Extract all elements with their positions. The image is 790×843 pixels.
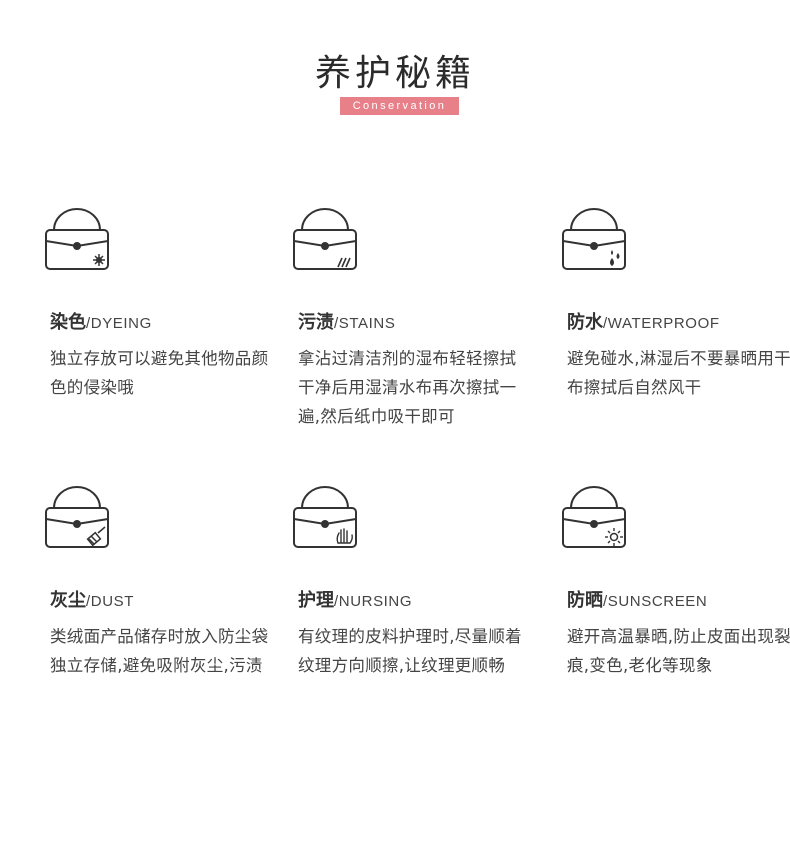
subtitle-badge: Conservation	[340, 97, 459, 115]
bag-water-icon	[561, 208, 627, 274]
item-title-cn: 防水	[567, 312, 603, 333]
item-title-en: /STAINS	[334, 315, 396, 332]
item-heading: 灰尘/DUST	[50, 586, 134, 612]
item-heading: 护理/NURSING	[298, 586, 412, 612]
bag-hand-icon	[292, 486, 358, 552]
item-description: 独立存放可以避免其他物品颜色的侵染哦	[50, 349, 269, 397]
item-title-en: /DYEING	[86, 315, 152, 332]
item-heading: 污渍/STAINS	[298, 308, 395, 334]
item-title-en: /WATERPROOF	[603, 315, 720, 332]
bag-brush-icon	[44, 486, 110, 552]
bag-stain-icon	[44, 208, 110, 274]
item-heading: 防晒/SUNSCREEN	[567, 586, 707, 612]
item-title-cn: 污渍	[298, 312, 334, 333]
item-description: 拿沾过清洁剂的湿布轻轻擦拭干净后用湿清水布再次擦拭一遍,然后纸巾吸干即可	[298, 349, 517, 426]
item-description: 类绒面产品储存时放入防尘袋独立存储,避免吸附灰尘,污渍	[50, 627, 269, 675]
item-title-en: /NURSING	[334, 593, 413, 610]
item-title-cn: 防晒	[567, 590, 603, 611]
item-title-cn: 染色	[50, 312, 86, 333]
page-title: 养护秘籍	[314, 53, 475, 94]
item-title-cn: 灰尘	[50, 590, 86, 611]
item-description: 有纹理的皮料护理时,尽量顺着纹理方向顺擦,让纹理更顺畅	[298, 627, 522, 675]
item-heading: 防水/WATERPROOF	[567, 308, 720, 334]
item-title-cn: 护理	[298, 590, 334, 611]
item-description: 避开高温暴晒,防止皮面出现裂痕,变色,老化等现象	[567, 627, 790, 675]
bag-sun-icon	[561, 486, 627, 552]
item-title-en: /SUNSCREEN	[603, 593, 708, 610]
item-description: 避免碰水,淋湿后不要暴晒用干布擦拭后自然风干	[567, 349, 790, 397]
bag-wipe-icon	[292, 208, 358, 274]
item-heading: 染色/DYEING	[50, 308, 152, 334]
item-title-en: /DUST	[86, 593, 134, 610]
